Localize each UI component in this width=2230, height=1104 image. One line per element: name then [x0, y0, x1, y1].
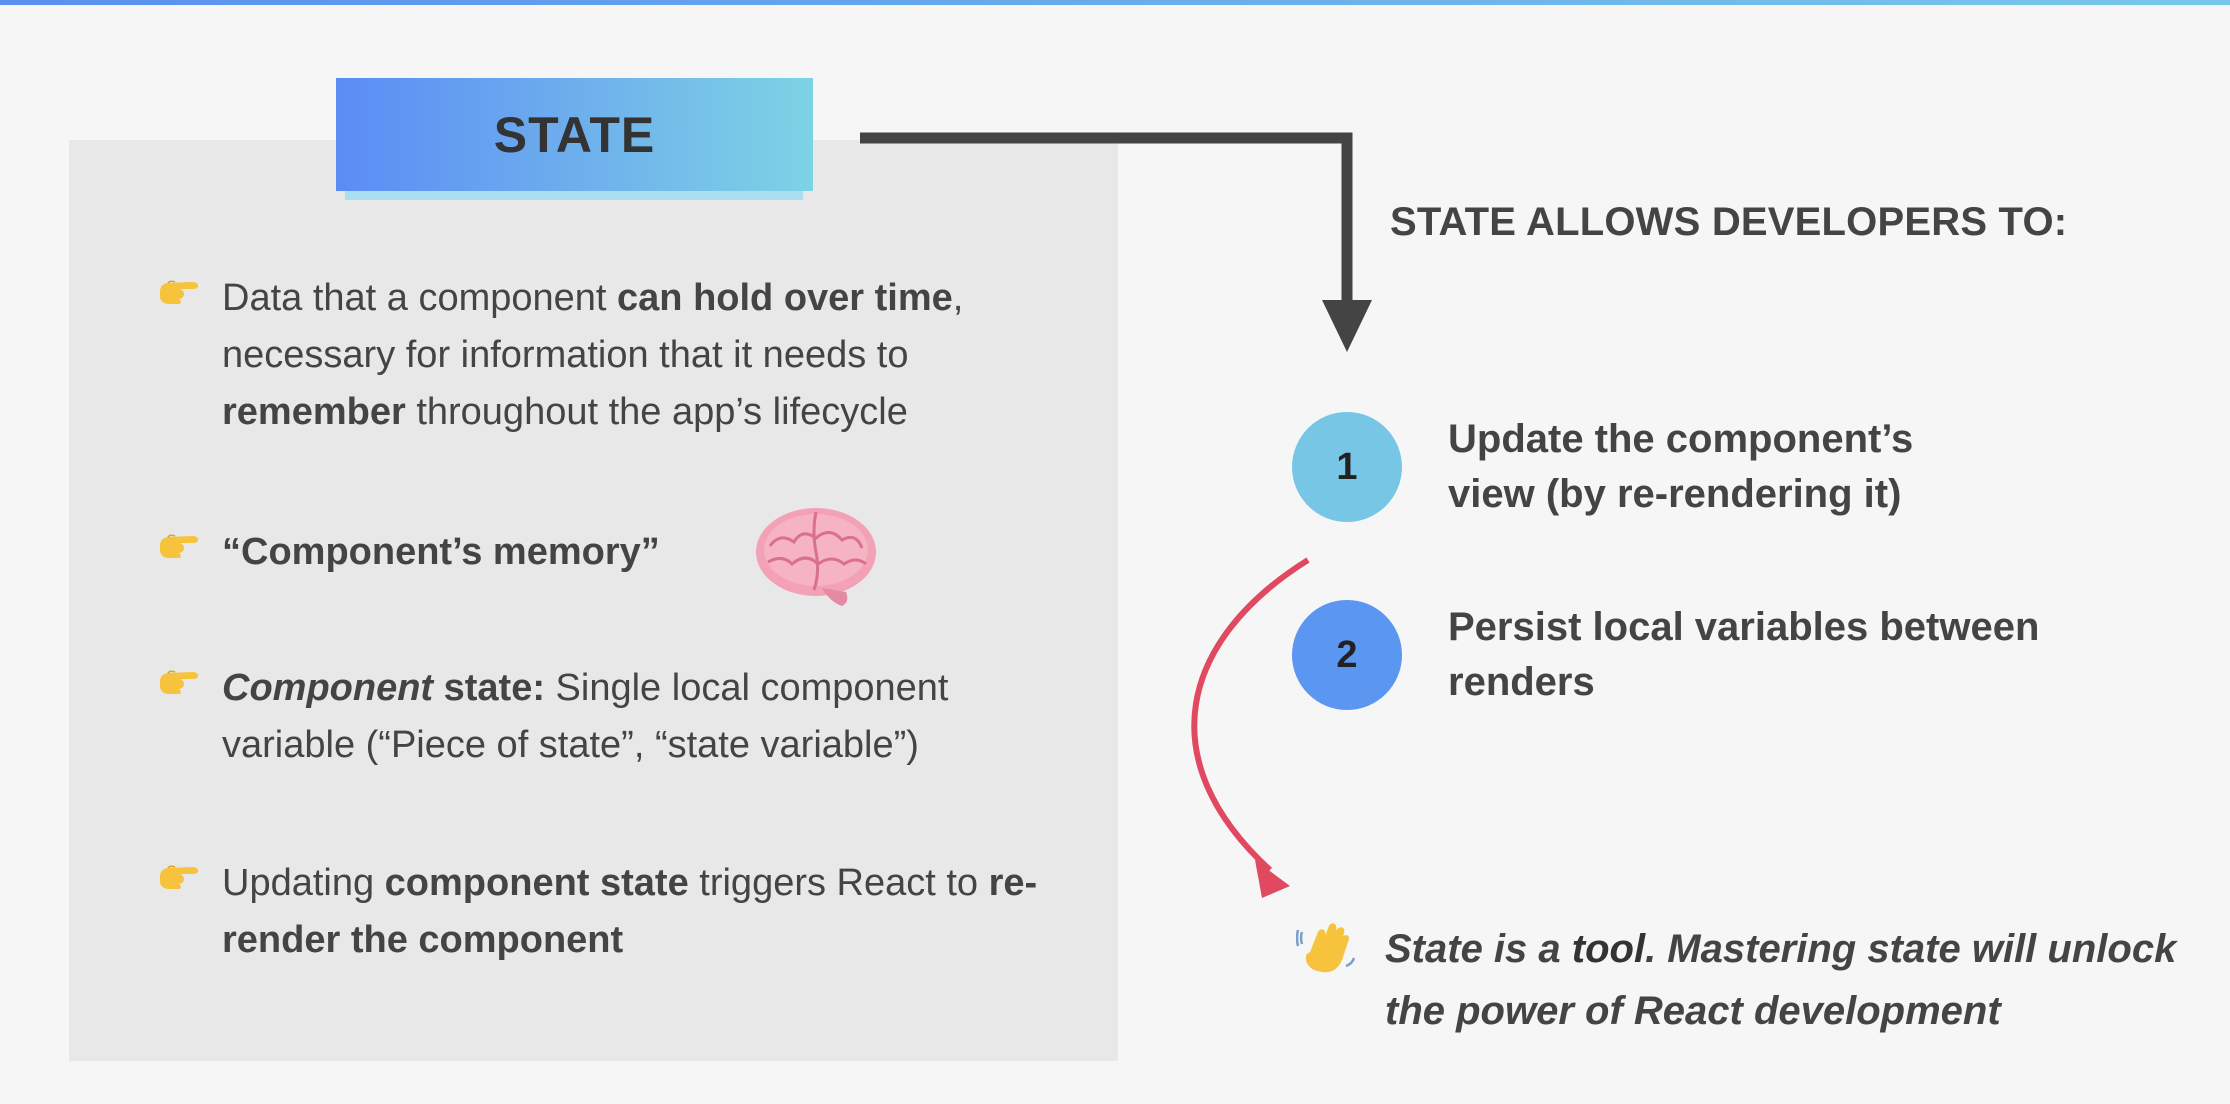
title-box: STATE [336, 78, 813, 191]
note-before: State is a [1385, 927, 1572, 971]
text-segment: Data that a component [222, 277, 618, 319]
step-1-line-2: view (by re-rendering it) [1448, 472, 1902, 516]
page-title: STATE [493, 106, 656, 163]
bullet-text: Component state: Single local component … [222, 660, 1058, 774]
bullet-item: Component state: Single local component … [158, 660, 1058, 774]
text-segment: Updating [222, 862, 385, 904]
step-text-2: Persist local variables between renders [1448, 600, 2148, 710]
waving-hand-icon [1296, 923, 1356, 973]
allows-heading: STATE ALLOWS DEVELOPERS TO: [1390, 200, 2068, 244]
pointing-hand-icon [160, 865, 198, 889]
brain-icon [756, 508, 876, 606]
bold-text: re-render the component [222, 862, 1038, 961]
bullet-item: Data that a component can hold over time… [158, 270, 1058, 441]
text-segment: , necessary for information that it need… [222, 277, 964, 376]
top-accent-bar [0, 0, 2230, 5]
bold-text: Component [222, 667, 434, 709]
note-highlight: tool [1571, 927, 1646, 971]
bullet-text: Data that a component can hold over time… [222, 270, 1058, 441]
step-number-1: 1 [1292, 412, 1402, 522]
bullet-item: Updating component state triggers React … [158, 855, 1058, 969]
step-2-line-2: renders [1448, 660, 1595, 704]
bold-text: can hold over time [617, 277, 953, 319]
red-curved-arrow [1191, 557, 1310, 873]
bold-text: “Component’s memory” [222, 531, 660, 573]
pointing-hand-icon [160, 280, 198, 304]
step-2-line-1: Persist local variables between [1448, 605, 2040, 649]
bullet-item: “Component’s memory” [158, 524, 1058, 581]
pointing-hand-icon [160, 534, 198, 558]
text-segment: throughout the app’s lifecycle [405, 391, 908, 433]
red-arrowhead [1255, 860, 1290, 898]
step-1-line-1: Update the component’s [1448, 417, 1914, 461]
bold-text: remember [222, 391, 406, 433]
bullet-text: Updating component state triggers React … [222, 855, 1058, 969]
bold-text: component state [384, 862, 689, 904]
note-after: . Mastering state will unlock the power … [1385, 927, 2177, 1033]
closing-note: State is a tool. Mastering state will un… [1385, 918, 2185, 1042]
text-segment: triggers React to [688, 862, 989, 904]
bold-text: state: [433, 667, 545, 709]
connector-arrowhead [1322, 300, 1372, 352]
step-text-1: Update the component’s view (by re-rende… [1448, 412, 2148, 522]
step-number-2: 2 [1292, 600, 1402, 710]
pointing-hand-icon [160, 670, 198, 694]
text-segment: Single local component variable (“Piece … [222, 667, 949, 766]
bullet-text: “Component’s memory” [222, 524, 660, 581]
